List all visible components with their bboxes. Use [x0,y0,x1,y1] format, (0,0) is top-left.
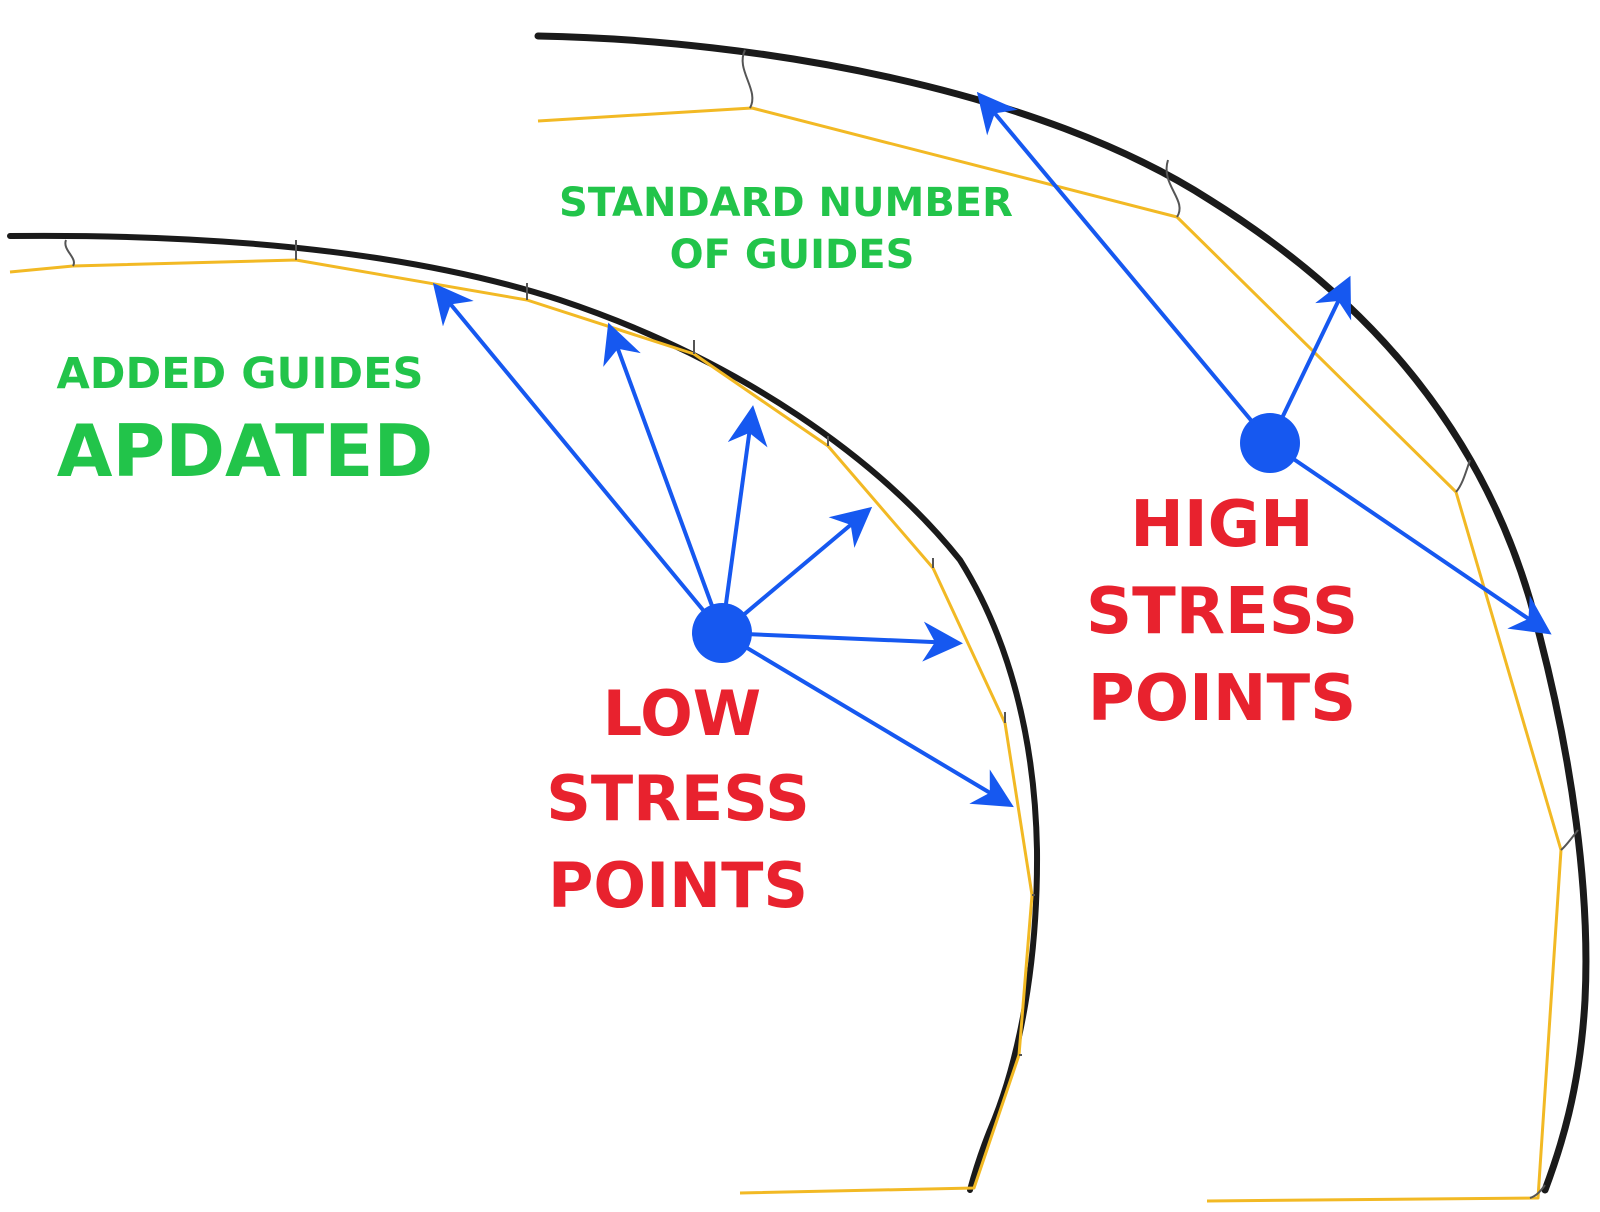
low-stress-point [692,603,752,663]
high-stress-label-line1: HIGH [1130,488,1313,562]
standard-guide-2 [1165,159,1181,218]
standard-label-line1: STANDARD NUMBER [559,180,1013,226]
high-stress-arrows [976,91,1552,635]
standard-guide-5 [1529,1184,1546,1199]
low-stress-label-line3: POINTS [548,849,808,922]
high-stress-label: HIGH STRESS POINTS [1086,488,1358,736]
high-stress-arrow-3 [1268,441,1552,635]
added-guides-label-line2: APDATED [57,409,433,493]
low-stress-arrow-5 [721,621,963,662]
low-stress-label-line2: STRESS [546,762,810,835]
standard-guide-3 [1455,459,1471,493]
standard-guides-label: STANDARD NUMBER OF GUIDES [559,180,1013,278]
added-guides-label-line1: ADDED GUIDES [57,349,424,399]
high-stress-label-line2: STRESS [1086,575,1358,649]
standard-label-line2: OF GUIDES [670,232,915,278]
low-stress-arrow-6 [720,631,1014,808]
high-stress-arrow-1 [976,91,1272,445]
low-stress-arrow-4 [720,506,873,635]
low-stress-arrow-1 [432,282,724,635]
standard-rod-blank [534,32,1590,1194]
low-stress-arrow-2 [603,322,724,634]
low-stress-label: LOW STRESS POINTS [546,677,810,922]
added-guide-1 [64,239,75,267]
high-stress-point [1240,413,1300,473]
standard-rod-group [534,32,1590,1203]
standard-guide-4 [1560,829,1579,851]
high-stress-label-line3: POINTS [1088,662,1356,736]
added-guides-rod-blank [7,232,1041,1193]
added-guides-label: ADDED GUIDES APDATED [57,349,434,493]
added-guides-fishing-line [9,258,1034,1195]
low-stress-label-line1: LOW [603,677,761,750]
low-stress-arrows [432,282,1014,808]
low-stress-arrow-3 [720,405,768,634]
added-guides-rod-group [7,232,1041,1195]
standard-guide-1 [741,49,754,109]
